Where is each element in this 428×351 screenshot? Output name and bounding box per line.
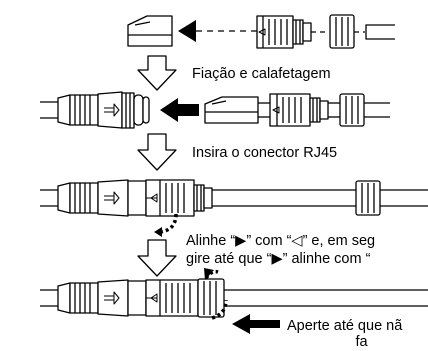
insert-arrow (178, 20, 257, 42)
step2-assembly (40, 179, 428, 237)
cable-gland-body (269, 93, 329, 127)
step3-caption-line1: Alinhe “▶” com “◁” e, em seg (186, 233, 376, 249)
rotate-arrow (211, 299, 228, 320)
rotate-arrow (159, 213, 178, 234)
cable-gland-body (145, 179, 213, 217)
exploded-parts (127, 14, 395, 49)
rj45-plug (127, 15, 173, 47)
step3-assembly (40, 268, 428, 334)
step2-caption: Insira o conector RJ45 (192, 145, 338, 161)
sealing-nut (329, 14, 355, 49)
flow-arrow-2 (137, 133, 177, 171)
step4-caption-line2: fa (287, 334, 368, 350)
step3-caption-line2: gire até que “▶” alinhe com “ (186, 251, 371, 267)
step4-caption-line1: Aperte até que nã (287, 318, 403, 334)
cable-gland-body (145, 279, 199, 317)
device-socket (57, 279, 147, 317)
sealing-nut (355, 180, 381, 216)
cable-gland-body (256, 15, 312, 49)
sealing-nut (339, 93, 365, 127)
device-socket (57, 91, 150, 129)
insert-arrow (160, 98, 199, 122)
flow-arrow-1 (137, 55, 177, 91)
cable-end (365, 24, 395, 40)
device-socket (57, 179, 147, 217)
step1-assembly (40, 91, 390, 129)
sealing-nut (197, 278, 225, 318)
step1-caption: Fiação e calafetagem (192, 66, 331, 82)
flow-arrow-3 (137, 239, 177, 277)
rj45-plug (204, 96, 259, 124)
connector-assembly-diagram (40, 14, 428, 334)
tighten-arrow (232, 314, 280, 334)
